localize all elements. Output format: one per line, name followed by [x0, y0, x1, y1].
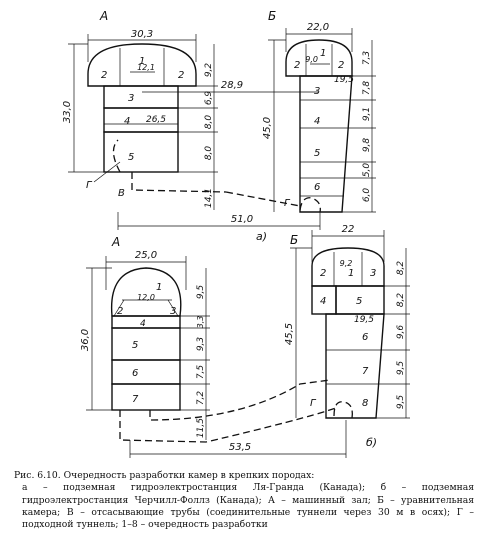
- top-B-dim-4: 9,8: [362, 138, 372, 153]
- bottom-B-label: Б: [290, 233, 298, 247]
- top-A-block-2b: 2: [178, 70, 184, 81]
- top-surge-chamber-B: Б 22,0 2 1 2 9,0 3 4 5 6 19,5 Г 45,0: [262, 9, 376, 213]
- caption-body: а – подземная гидроэлектростанция Ля-Гра…: [22, 482, 474, 531]
- bottom-B-inner-width: 9,2: [340, 259, 353, 268]
- top-B-dim-6: 6,0: [362, 188, 372, 203]
- bottom-A-block-7: 7: [132, 394, 139, 405]
- top-A-dim-1: 9,2: [204, 63, 214, 78]
- top-B-dim-1: 7,3: [362, 51, 372, 66]
- bottom-A-block-6: 6: [132, 368, 138, 379]
- bottom-B-block-2: 2: [320, 268, 326, 279]
- top-A-block-4: 4: [124, 116, 130, 127]
- bottom-B-dim-1: 8,2: [396, 261, 406, 276]
- top-B-bench-width: 19,5: [334, 75, 354, 85]
- top-B-block-2a: 2: [294, 60, 300, 71]
- bottom-B-width: 22: [342, 224, 355, 235]
- bottom-B-block-4: 4: [320, 296, 326, 307]
- bottom-B-height: 45,5: [284, 323, 295, 345]
- top-B-inner-width: 9,0: [305, 55, 318, 64]
- top-A-inner-width: 12,1: [137, 63, 155, 72]
- bottom-part-label: б): [366, 436, 377, 449]
- top-B-block-5: 5: [314, 148, 320, 159]
- top-B-block-3: 3: [314, 86, 320, 97]
- top-A-block-1: 1: [139, 56, 145, 67]
- bottom-B-dim-4: 9,5: [396, 361, 406, 376]
- top-A-dim-4: 8,0: [204, 146, 214, 161]
- top-machine-hall-A: А 30,3 2 1 2 12,1 3 4 26,5 5 В Г 33,0: [62, 9, 227, 210]
- bottom-B-dim-5: 9,5: [396, 395, 406, 410]
- excavation-sequence-drawing: А 30,3 2 1 2 12,1 3 4 26,5 5 В Г 33,0: [62, 9, 410, 458]
- top-A-height: 33,0: [62, 101, 73, 123]
- bottom-total: 53,5: [229, 442, 251, 453]
- top-B-tunnel-label: Г: [284, 198, 291, 209]
- bottom-B-block-7: 7: [362, 366, 369, 377]
- bottom-A-label: А: [111, 235, 120, 249]
- top-A-dim-3: 8,0: [204, 115, 214, 130]
- bottom-A-dim-1: 9,5: [196, 285, 206, 300]
- bottom-B-block-1: 1: [348, 268, 354, 279]
- top-total: 51,0: [231, 214, 253, 225]
- bottom-A-block-4: 4: [140, 319, 146, 329]
- top-B-dim-2: 7,8: [362, 81, 372, 96]
- caption-title: Рис. 6.10. Очередность разработки камер …: [14, 470, 315, 481]
- bottom-B-bench-width: 19,5: [354, 315, 374, 325]
- top-B-label: Б: [268, 9, 276, 23]
- bottom-A-height: 36,0: [80, 329, 91, 351]
- top-part-label: а): [256, 230, 267, 243]
- bottom-A-inner-width: 12,0: [137, 293, 155, 302]
- top-A-bench-width: 26,5: [146, 115, 166, 125]
- top-A-label: А: [99, 9, 108, 23]
- bottom-B-block-3: 3: [370, 268, 376, 279]
- top-B-height: 45,0: [262, 117, 273, 139]
- bottom-B-dim-3: 9,6: [396, 325, 406, 340]
- top-A-block-2a: 2: [101, 70, 107, 81]
- bottom-A-block-5: 5: [132, 340, 138, 351]
- top-B-block-2b: 2: [338, 60, 344, 71]
- bottom-A-block-3: 3: [170, 306, 176, 317]
- top-B-dim-5: 5,0: [362, 163, 372, 178]
- top-B-block-1: 1: [320, 48, 326, 59]
- top-A-dim-2: 6,9: [204, 91, 214, 106]
- top-connecting-tunnel: [225, 191, 301, 207]
- bottom-A-dim-4: 7,5: [196, 365, 206, 380]
- bottom-A-block-1: 1: [156, 282, 162, 293]
- top-spacing: 28,9: [221, 80, 243, 91]
- bottom-B-tunnel-label: Г: [310, 398, 317, 409]
- bottom-A-dim-5: 7,2: [196, 391, 206, 406]
- top-A-block-5: 5: [128, 152, 134, 163]
- bottom-B-block-8: 8: [362, 398, 368, 409]
- top-A-dim-5: 14,1: [204, 188, 214, 208]
- top-B-dim-3: 9,1: [362, 107, 372, 121]
- bottom-A-block-2: 2: [117, 306, 123, 317]
- top-B-width: 22,0: [307, 22, 329, 33]
- bottom-A-dim-6: 11,5: [196, 418, 206, 438]
- top-A-draft-tube-label: В: [118, 188, 125, 199]
- top-B-block-6: 6: [314, 182, 320, 193]
- bottom-B-block-6: 6: [362, 332, 368, 343]
- top-A-width: 30,3: [131, 29, 153, 40]
- bottom-A-dim-2: 3,3: [196, 316, 205, 329]
- bottom-A-dim-3: 9,3: [196, 337, 206, 352]
- top-A-block-3: 3: [128, 93, 134, 104]
- top-A-tunnel-label: Г: [86, 180, 93, 191]
- bottom-machine-hall-A: А 25,0 1 12,0 2 3 4 5 6 7 36,0 9,5 3,3 9…: [80, 235, 337, 443]
- figure-caption: Рис. 6.10. Очередность разработки камер …: [6, 470, 474, 531]
- bottom-A-width: 25,0: [135, 250, 157, 261]
- bottom-B-dim-2: 8,2: [396, 293, 406, 308]
- bottom-B-block-5: 5: [356, 296, 362, 307]
- top-B-block-4: 4: [314, 116, 320, 127]
- bottom-surge-chamber-B: Б 22 2 1 3 9,2 4 5 19,5 6 7 8 Г 45,5 8,2: [284, 224, 410, 419]
